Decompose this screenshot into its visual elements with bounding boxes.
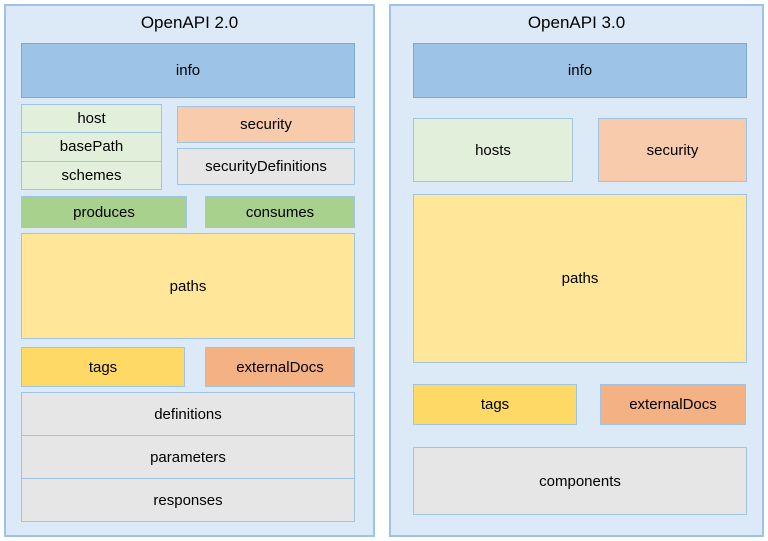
v2-responses-box: responses — [153, 491, 223, 509]
v2-host-box: host — [22, 105, 161, 134]
v2-security-box: security — [177, 106, 355, 143]
v2-basepath-box: basePath — [22, 133, 161, 162]
v3-info-box: info — [413, 43, 747, 98]
v2-produces-box: produces — [21, 196, 187, 228]
v2-consumes-box: consumes — [205, 196, 355, 228]
openapi-2-title: OpenAPI 2.0 — [140, 13, 239, 32]
v2-info-box: info — [21, 43, 355, 98]
v2-tags-box: tags — [21, 347, 185, 387]
v3-externaldocs-box: externalDocs — [600, 384, 746, 425]
v2-externaldocs-box: externalDocs — [205, 347, 355, 387]
v2-definitions-box: definitions — [22, 393, 354, 436]
v2-definitions-group: definitions parameters responses — [21, 392, 355, 522]
v2-paths-box: paths — [21, 233, 355, 339]
v3-paths-box: paths — [413, 194, 747, 363]
v2-parameters-box: parameters — [22, 436, 354, 479]
v3-tags-box: tags — [413, 384, 577, 425]
v2-host-group: host basePath schemes — [21, 104, 162, 190]
openapi-3-title: OpenAPI 3.0 — [527, 13, 626, 32]
v3-components-box: components — [413, 447, 747, 515]
v3-hosts-box: hosts — [413, 118, 573, 182]
openapi-3-panel: OpenAPI 3.0 info hosts security paths ta… — [389, 4, 764, 537]
v2-schemes-box: schemes — [61, 166, 122, 184]
openapi-2-panel: OpenAPI 2.0 info host basePath schemes s… — [4, 4, 375, 537]
v3-security-box: security — [598, 118, 747, 182]
v2-securitydefinitions-box: securityDefinitions — [177, 148, 355, 185]
